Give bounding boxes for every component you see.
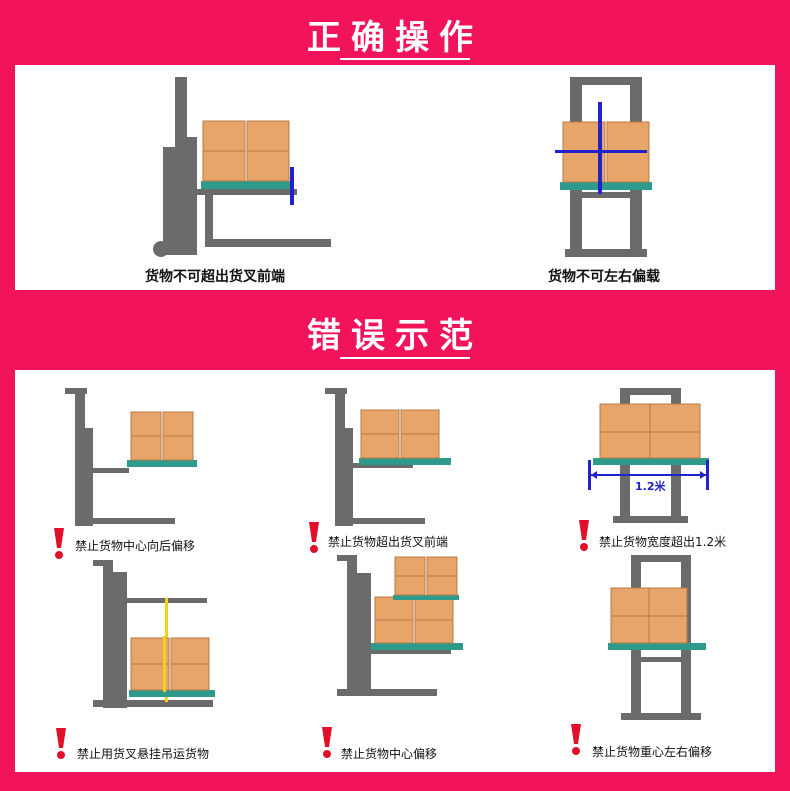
wrong-3-illustration	[588, 388, 709, 523]
wrong-6-illustration	[608, 555, 706, 720]
wrong-1-illustration	[65, 388, 197, 526]
caption-correct-2: 货物不可左右偏载	[548, 269, 660, 285]
wrong-2-illustration	[325, 388, 451, 526]
correct-title-underline	[340, 58, 470, 60]
warning-exclamation-icon	[54, 528, 64, 559]
wrong-title-underline	[340, 357, 470, 359]
warning-exclamation-icon	[571, 724, 581, 755]
correct-section-title: 正确操作	[307, 18, 483, 58]
correct-panel: 货物不可超出货叉前端 货物不可左右偏载	[15, 65, 775, 290]
caption-correct-1: 货物不可超出货叉前端	[145, 269, 285, 285]
wrong-panel: 禁止货物中心向后偏移 禁止货物超出货叉前端	[15, 370, 775, 772]
warning-exclamation-icon	[309, 522, 319, 553]
correct-front-view-illustration	[555, 77, 652, 257]
caption-wrong-3: 禁止货物宽度超出1.2米	[599, 535, 727, 549]
caption-wrong-4: 禁止用货叉悬挂吊运货物	[77, 747, 210, 761]
caption-wrong-2: 禁止货物超出货叉前端	[328, 535, 449, 549]
width-label: 1.2米	[633, 478, 668, 494]
warning-exclamation-icon	[56, 728, 66, 759]
caption-wrong-6: 禁止货物重心左右偏移	[592, 745, 713, 759]
correct-side-view-illustration	[153, 77, 331, 257]
warning-exclamation-icon	[322, 727, 332, 758]
wrong-section-title: 错误示范	[307, 316, 483, 356]
wrong-4-illustration	[93, 560, 215, 708]
wrong-5-illustration	[337, 555, 463, 696]
warning-exclamation-icon	[579, 520, 589, 551]
caption-wrong-1: 禁止货物中心向后偏移	[75, 539, 196, 553]
caption-wrong-5: 禁止货物中心偏移	[341, 747, 438, 761]
